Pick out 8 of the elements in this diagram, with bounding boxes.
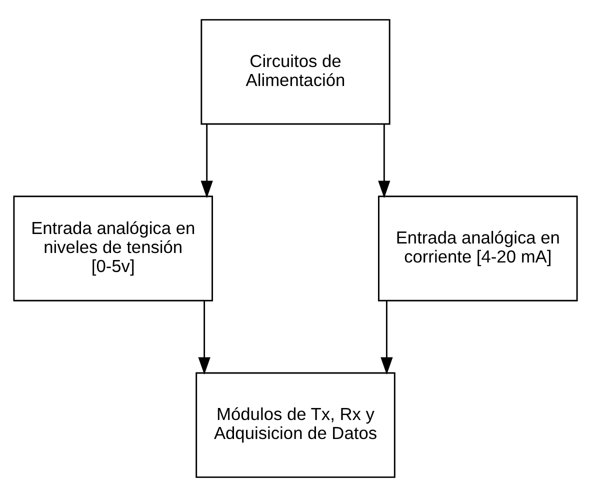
- arrow: [198, 301, 210, 375]
- arrow: [200, 124, 213, 198]
- arrow: [378, 124, 390, 198]
- node-box: Entrada analógica en corriente [4-20 mA]: [378, 196, 578, 302]
- node-box: Circuitos de Alimentación: [200, 19, 390, 125]
- node-box: Entrada analógica en niveles de tensión [0-5v]: [13, 196, 213, 302]
- node-box: Módulos de Tx, Rx y Adquisicion de Datos: [196, 372, 396, 478]
- arrow: [380, 301, 393, 375]
